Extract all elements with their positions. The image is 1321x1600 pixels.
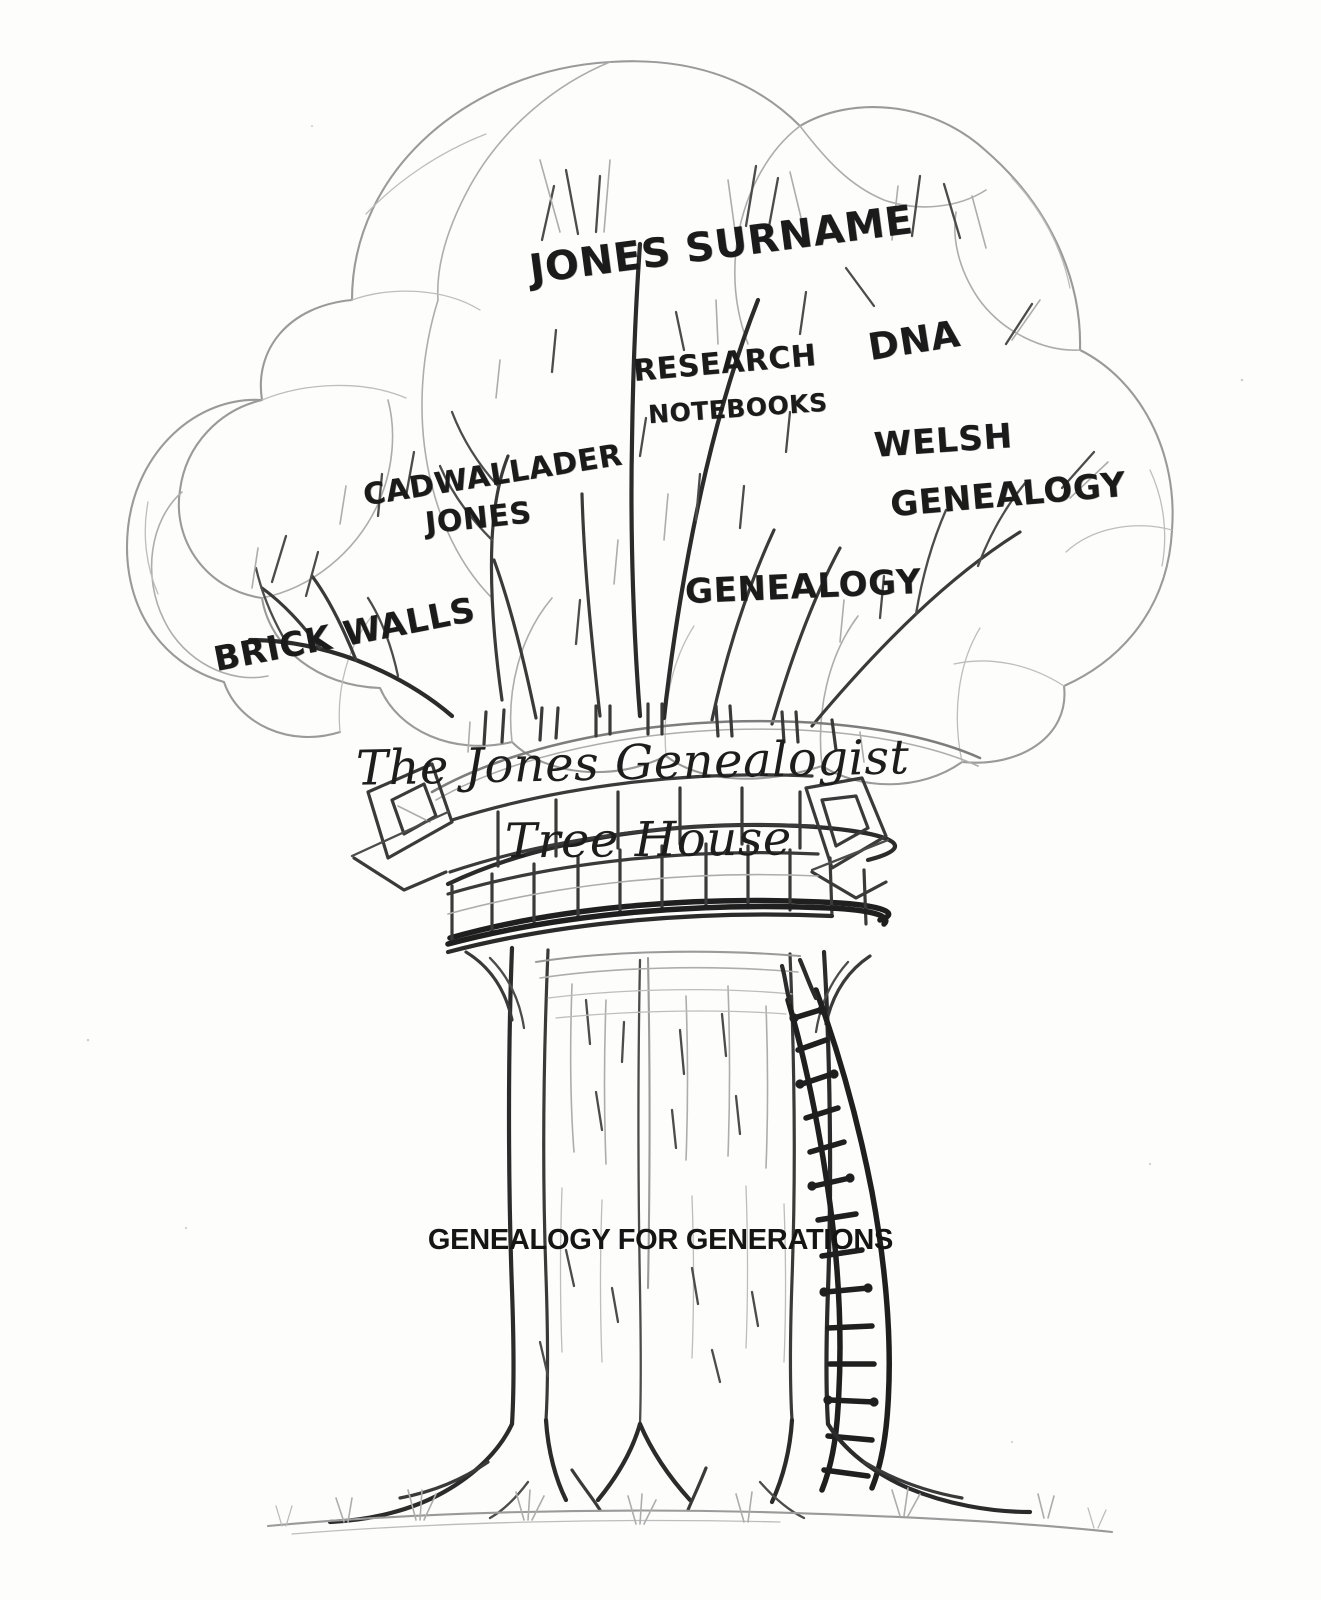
tree-roots — [266, 1417, 1114, 1535]
tree-house-railing — [467, 702, 865, 763]
tree-house-lower-band — [446, 851, 820, 915]
rope-ladder[interactable] — [779, 957, 892, 1493]
tree-house-sign-line-1: The Jones Genealogist — [355, 729, 910, 797]
tree-house-wall — [448, 773, 816, 874]
paper-texture — [86, 124, 1244, 1444]
tree-branches — [247, 159, 1109, 728]
tree-house-window-left[interactable] — [350, 762, 454, 892]
tree-house-window-right[interactable] — [804, 776, 890, 900]
grass-tufts — [275, 1487, 1107, 1529]
tree-house-sign-line-2: Tree House — [504, 810, 793, 870]
tagline: GENEALOGY FOR GENERATIONS — [427, 1224, 894, 1256]
tree-house — [350, 702, 982, 955]
